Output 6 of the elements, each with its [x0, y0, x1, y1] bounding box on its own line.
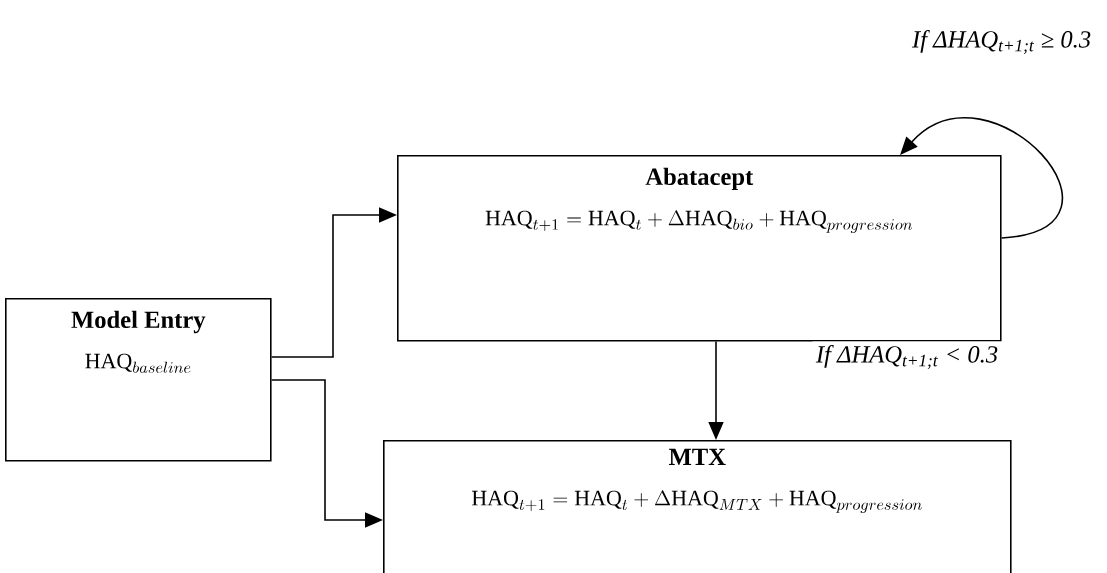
process-box: Abatacept $\mathrm{HAQ}_{t+1}=\mathrm{HAQ}_{t}+\Delta\mathrm{HAQ}_{bio}+\mathrm{HAQ}_{progression}$	[397, 155, 1002, 342]
process-box: Model Entry $\mathrm{HAQ}_{baseline}$	[5, 298, 272, 462]
process-box: MTX $\mathrm{HAQ}_{t+1}=\mathrm{HAQ}_{t}+\Delta\mathrm{HAQ}_{MTX}+\mathrm{HAQ}_{progression}$	[383, 440, 1012, 573]
edge-label: If ΔHAQ$_{t+1;t}$ < 0.3	[812, 341, 1002, 373]
arrow	[900, 117, 1063, 239]
edge-label: If ΔHAQ$_{t+1;t}$ ≥ 0.3	[908, 26, 1095, 58]
